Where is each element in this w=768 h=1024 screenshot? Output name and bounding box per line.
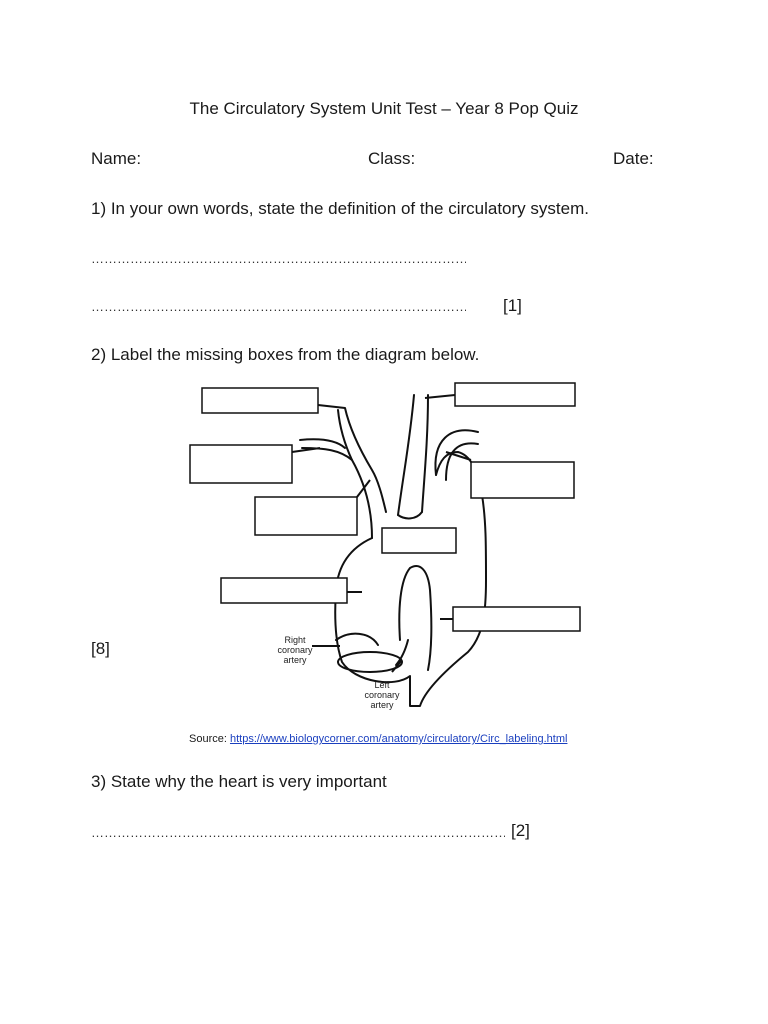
label-box-2 xyxy=(189,444,293,484)
page-title: The Circulatory System Unit Test – Year … xyxy=(189,99,579,118)
answer-line-2: …………………………………………………………………………………………………………… xyxy=(91,299,466,314)
class-field-label: Class: xyxy=(368,149,416,168)
right-coronary-label-line2: coronary xyxy=(277,645,313,655)
question-1-marks: [1] xyxy=(503,296,522,315)
artery-branch-left xyxy=(299,438,353,461)
artery-branch-center xyxy=(397,394,429,516)
label-box-6 xyxy=(454,382,576,407)
right-coronary-label-line3: artery xyxy=(283,655,307,665)
question-2-marks: [8] xyxy=(91,639,110,658)
label-box-3 xyxy=(254,496,358,536)
date-field-label: Date: xyxy=(613,149,654,168)
diagram-source: Source: https://www.biologycorner.com/an… xyxy=(189,733,567,745)
question-1: 1) In your own words, state the definiti… xyxy=(91,199,589,218)
right-coronary-label-line1: Right xyxy=(284,635,306,645)
question-3-marks: [2] xyxy=(511,821,530,840)
label-box-1 xyxy=(201,387,319,414)
pulmonary-trunk xyxy=(398,565,433,671)
label-box-4 xyxy=(220,577,348,604)
left-coronary-label-line1: Left xyxy=(374,680,390,690)
name-field-label: Name: xyxy=(91,149,142,168)
answer-line-3: …………………………………………………………………………………………………………… xyxy=(91,825,505,840)
label-box-8 xyxy=(452,606,581,632)
answer-line-1: …………………………………………………………………………………………………………… xyxy=(91,251,466,266)
artery-branch-right xyxy=(434,429,479,481)
left-coronary-artery xyxy=(395,639,409,666)
question-2: 2) Label the missing boxes from the diag… xyxy=(91,345,480,364)
label-box-7 xyxy=(470,461,575,499)
source-link[interactable]: https://www.biologycorner.com/anatomy/ci… xyxy=(229,733,568,745)
question-3: 3) State why the heart is very important xyxy=(91,772,387,791)
label-box-5 xyxy=(381,527,457,554)
heart-diagram: Right coronary artery Left coronary arte… xyxy=(189,382,581,710)
left-coronary-label-line3: artery xyxy=(370,700,394,710)
coronary-ring xyxy=(337,651,403,673)
heart-outline xyxy=(334,451,487,707)
left-coronary-label-line2: coronary xyxy=(364,690,400,700)
source-prefix: Source: xyxy=(189,733,230,745)
right-coronary-artery xyxy=(335,632,379,646)
